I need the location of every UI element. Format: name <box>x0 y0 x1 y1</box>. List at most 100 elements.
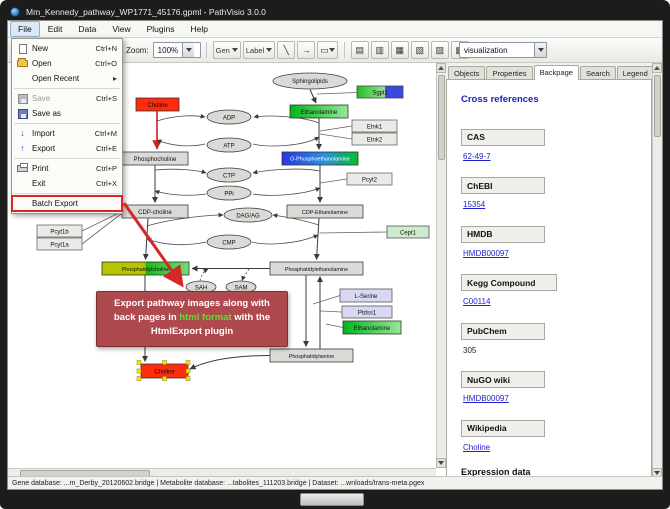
toolbar-separator <box>343 42 345 58</box>
menu-file[interactable]: File <box>10 21 40 37</box>
pathway-node-etnk1[interactable]: Etnk1 <box>351 119 398 133</box>
menu-edit[interactable]: Edit <box>47 24 63 34</box>
label-tool-button[interactable]: Label <box>242 41 276 59</box>
pathway-node-phosphatidylserine[interactable]: Phosphatidylserine <box>269 348 354 363</box>
pathway-node-cmp[interactable]: CMP <box>206 234 252 250</box>
visualization-value: visualization <box>464 45 508 55</box>
tab-properties[interactable]: Properties <box>486 66 533 80</box>
pathway-node-phosphatidylethanolamine[interactable]: Phosphatidylethanolamine <box>269 261 364 276</box>
zoom-combobox[interactable]: 100% <box>152 42 201 58</box>
backpage-link-hmdb[interactable]: HMDB00097 <box>463 248 509 258</box>
backpage-value-pubchem: 305 <box>463 345 477 355</box>
pathway-node-choline-top[interactable]: Choline <box>135 97 180 112</box>
toolbar: Zoom: 100% Gen Label ╲ → ▭ ▤ ▥ ▦ ▧ ▨ ▩ v… <box>8 38 662 63</box>
backpage-link-chebi[interactable]: 15354 <box>463 200 486 209</box>
pathway-node-ctp[interactable]: CTP <box>206 167 252 183</box>
pathway-node-adp[interactable]: ADP <box>206 109 252 125</box>
align-left-icon: ▦ <box>395 44 404 55</box>
arrow-tool-button[interactable]: → <box>297 41 316 59</box>
app-icon <box>10 6 20 17</box>
menu-item-open-recent[interactable]: Open Recent ▸ <box>32 74 117 83</box>
backpage-link-nugo[interactable]: HMDB00097 <box>463 394 509 403</box>
pathway-node-sam[interactable]: SAM <box>225 280 257 294</box>
pathway-node-dag[interactable]: DAG/AG <box>223 207 273 223</box>
svg-text:DAG/AG: DAG/AG <box>236 214 260 220</box>
align-left-button[interactable]: ▦ <box>390 41 409 59</box>
tab-backpage[interactable]: Backpage <box>533 65 579 80</box>
app-window: File Edit Data View Plugins Help Zoom: 1… <box>7 20 663 490</box>
toolbar-separator <box>205 42 207 58</box>
menu-item-save[interactable]: Save Ctrl+S <box>12 91 122 106</box>
pathway-node-sgpl1[interactable]: Sgpl1 <box>356 85 404 99</box>
line-tool-button[interactable]: ╲ <box>277 41 296 59</box>
svg-text:Etnk2: Etnk2 <box>367 138 383 144</box>
pathway-node-cdp-choline[interactable]: CDP-choline <box>121 204 189 219</box>
menu-help[interactable]: Help <box>190 24 208 34</box>
gene-product-tool-button[interactable]: Gen <box>212 41 241 59</box>
stack-vertical-icon: ▨ <box>435 44 444 55</box>
menu-item-export[interactable]: ↑ Export Ctrl+E <box>20 143 117 154</box>
selection-handles[interactable] <box>136 360 191 381</box>
menu-item-open[interactable]: Open Ctrl+O <box>12 56 122 71</box>
pathway-node-atp[interactable]: ATP <box>206 137 252 153</box>
pathway-node-cept1[interactable]: Cept1 <box>386 225 430 239</box>
menu-data[interactable]: Data <box>78 24 97 34</box>
tab-search[interactable]: Search <box>579 66 616 80</box>
pathway-node-l-serine[interactable]: L-Serine <box>339 288 393 303</box>
pathway-node-ethanolamine-top[interactable]: Ethanolamine <box>289 104 349 119</box>
align-center-horizontal-button[interactable]: ▤ <box>350 41 369 59</box>
canvas-vscroll-thumb[interactable] <box>438 75 445 160</box>
svg-text:Sgpl1: Sgpl1 <box>372 91 388 97</box>
pathway-node-ptdss1[interactable]: Ptdss1 <box>341 305 393 319</box>
align-center-vertical-button[interactable]: ▥ <box>370 41 389 59</box>
pathway-node-pcyt1a[interactable]: Pcyt1a <box>36 237 83 251</box>
menu-item-new[interactable]: New Ctrl+N <box>12 41 122 56</box>
pathway-node-pcyt1b[interactable]: Pcyt1b <box>36 224 83 238</box>
stack-vertical-button[interactable]: ▨ <box>430 41 449 59</box>
backpage-title: Cross references <box>461 94 539 105</box>
save-icon <box>17 93 28 104</box>
tab-objects[interactable]: Objects <box>448 66 486 80</box>
pathway-node-pcyt2[interactable]: Pcyt2 <box>346 172 393 186</box>
canvas-vertical-scrollbar[interactable] <box>436 63 446 468</box>
pathway-node-phosphocholine[interactable]: Phosphocholine <box>121 151 189 166</box>
pathway-node-phosphatidylcholine[interactable]: Phosphatidylcholine <box>101 261 190 276</box>
align-right-icon: ▧ <box>415 44 424 55</box>
menu-item-import[interactable]: ↓ Import Ctrl+M <box>20 128 117 139</box>
backpage-section-header: HMDB <box>461 225 545 243</box>
taskbar-fragment[interactable] <box>300 493 364 506</box>
pathway-node-o-phosphoethanolamine[interactable]: O-Phosphoethanolamine <box>281 151 359 166</box>
menu-item-print[interactable]: Print Ctrl+P <box>12 161 122 176</box>
shape-tool-button[interactable]: ▭ <box>317 41 338 59</box>
menu-item-save-as[interactable]: Save as <box>12 106 122 121</box>
menu-item-batch-export[interactable]: Batch Export <box>11 195 123 212</box>
zoom-dropdown-icon[interactable] <box>182 43 195 57</box>
pathway-node-cdp-ethanolamine[interactable]: CDP-Ethanolamine <box>286 204 364 219</box>
pathway-node-ethanolamine-bottom[interactable]: Ethanolamine <box>342 320 402 335</box>
pathway-node-ppi[interactable]: PPi <box>206 185 252 201</box>
panel-vertical-scrollbar[interactable] <box>652 63 662 478</box>
save-as-icon <box>17 108 28 119</box>
menu-item-exit[interactable]: Exit Ctrl+X <box>32 179 117 188</box>
annotation-highlight: html format <box>179 311 232 323</box>
visualization-dropdown-icon[interactable] <box>534 43 546 57</box>
backpage-link-cas[interactable]: 62-49-7 <box>463 151 491 161</box>
panel-vscroll-thumb[interactable] <box>654 75 661 137</box>
visualization-combobox[interactable]: visualization <box>459 42 547 58</box>
import-icon: ↓ <box>20 128 25 138</box>
menu-view[interactable]: View <box>112 24 131 34</box>
scroll-up-icon[interactable] <box>436 63 446 73</box>
expression-data-heading: Expression data <box>461 466 531 477</box>
titlebar[interactable]: Mm_Kennedy_pathway_WP1771_45176.gpml - P… <box>0 0 670 20</box>
align-right-button[interactable]: ▧ <box>410 41 429 59</box>
scroll-up-icon[interactable] <box>652 63 662 73</box>
pathway-node-choline-bottom-selected[interactable]: Choline <box>136 360 191 381</box>
menu-plugins[interactable]: Plugins <box>146 24 175 34</box>
tab-legend[interactable]: Legend <box>616 66 654 80</box>
pathway-node-sphingolipids[interactable]: Sphingolipids <box>272 72 348 90</box>
backpage-section-header: Wikipedia <box>461 419 545 437</box>
backpage-link-kegg[interactable]: C00114 <box>463 297 491 306</box>
scroll-down-icon[interactable] <box>436 458 446 468</box>
backpage-link-wikipedia[interactable]: Choline <box>463 442 491 452</box>
pathway-node-etnk2[interactable]: Etnk2 <box>351 132 398 146</box>
